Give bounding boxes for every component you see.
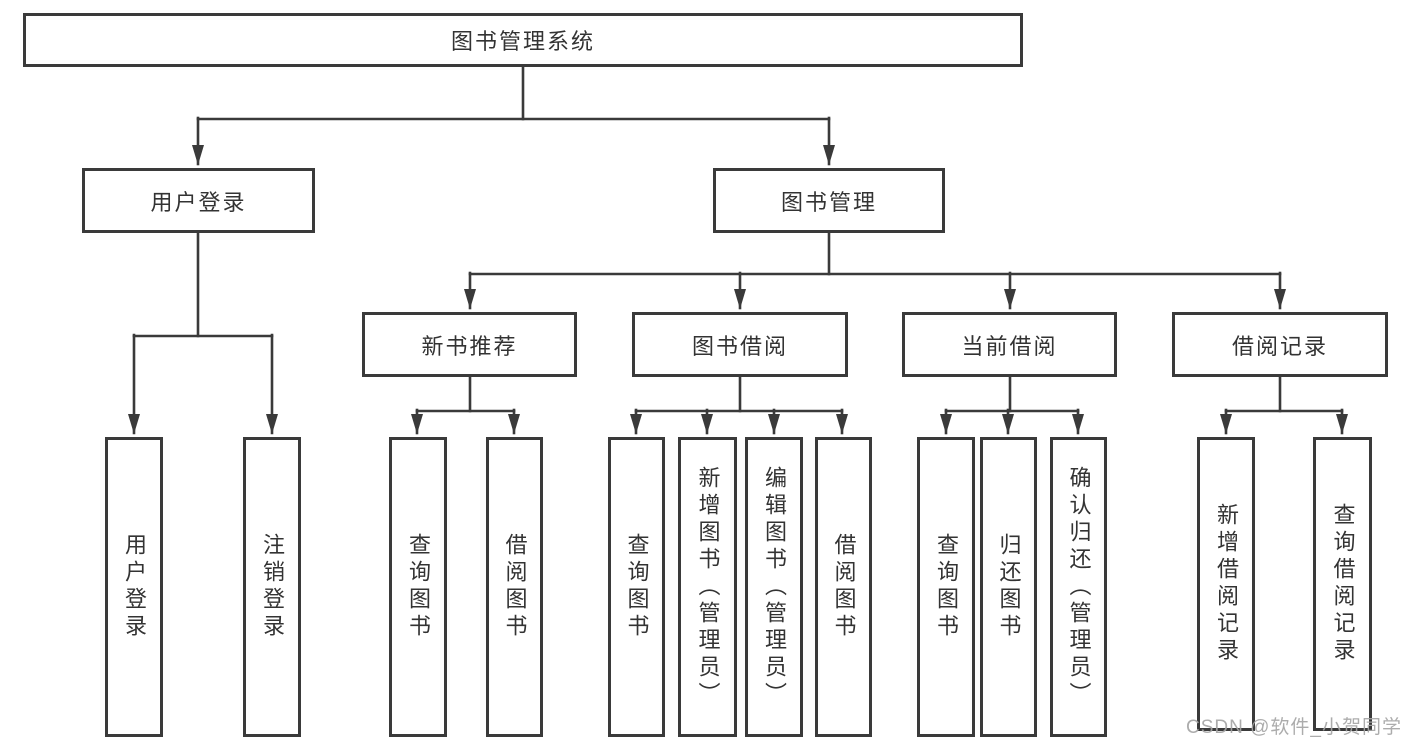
node-label: 借阅记录 bbox=[1231, 333, 1328, 359]
node-library-management-system: 图书管理系统 bbox=[23, 13, 1023, 67]
node-book-management: 图书管理 bbox=[713, 168, 945, 233]
leaf-add-books-admin: 新增图书（管理员） bbox=[678, 437, 737, 737]
node-label: 图书借阅 bbox=[691, 333, 788, 359]
node-label: 归还图书 bbox=[996, 533, 1022, 641]
node-label: 查询图书 bbox=[624, 533, 650, 641]
node-label: 用户登录 bbox=[122, 533, 147, 641]
node-label: 确认归还（管理员） bbox=[1066, 465, 1092, 709]
leaf-return-books: 归还图书 bbox=[980, 437, 1037, 737]
node-label: 查询借阅记录 bbox=[1330, 503, 1356, 665]
leaf-borrow-books-recommend: 借阅图书 bbox=[486, 437, 543, 737]
node-label: 图书管理 bbox=[780, 189, 877, 215]
node-label: 新书推荐 bbox=[421, 333, 518, 359]
leaf-query-books-current: 查询图书 bbox=[917, 437, 975, 737]
node-label: 注销登录 bbox=[260, 533, 285, 641]
leaf-query-books-recommend: 查询图书 bbox=[389, 437, 447, 737]
node-label: 查询图书 bbox=[406, 533, 431, 641]
node-label: 用户登录 bbox=[150, 189, 247, 215]
node-label: 当前借阅 bbox=[961, 333, 1058, 359]
csdn-watermark: CSDN @软件_小贺同学 bbox=[1186, 717, 1402, 738]
leaf-borrow-books: 借阅图书 bbox=[815, 437, 872, 737]
leaf-add-borrow-record: 新增借阅记录 bbox=[1197, 437, 1255, 731]
node-label: 查询图书 bbox=[934, 533, 959, 641]
node-new-book-recommend: 新书推荐 bbox=[362, 312, 577, 377]
leaf-edit-books-admin: 编辑图书（管理员） bbox=[745, 437, 803, 737]
leaf-user-login: 用户登录 bbox=[105, 437, 163, 737]
node-label: 借阅图书 bbox=[831, 533, 857, 641]
node-label: 借阅图书 bbox=[502, 533, 528, 641]
node-book-borrowing: 图书借阅 bbox=[632, 312, 848, 377]
leaf-confirm-return-admin: 确认归还（管理员） bbox=[1050, 437, 1107, 737]
leaf-logout: 注销登录 bbox=[243, 437, 301, 737]
node-label: 新增借阅记录 bbox=[1214, 503, 1239, 665]
leaf-query-books-borrowing: 查询图书 bbox=[608, 437, 665, 737]
node-label: 新增图书（管理员） bbox=[695, 465, 721, 709]
node-label: 图书管理系统 bbox=[450, 29, 595, 54]
node-borrowing-records: 借阅记录 bbox=[1172, 312, 1388, 377]
node-current-borrowing: 当前借阅 bbox=[902, 312, 1117, 377]
node-label: 编辑图书（管理员） bbox=[762, 465, 787, 709]
node-user-login: 用户登录 bbox=[82, 168, 315, 233]
leaf-query-borrow-record: 查询借阅记录 bbox=[1313, 437, 1372, 731]
